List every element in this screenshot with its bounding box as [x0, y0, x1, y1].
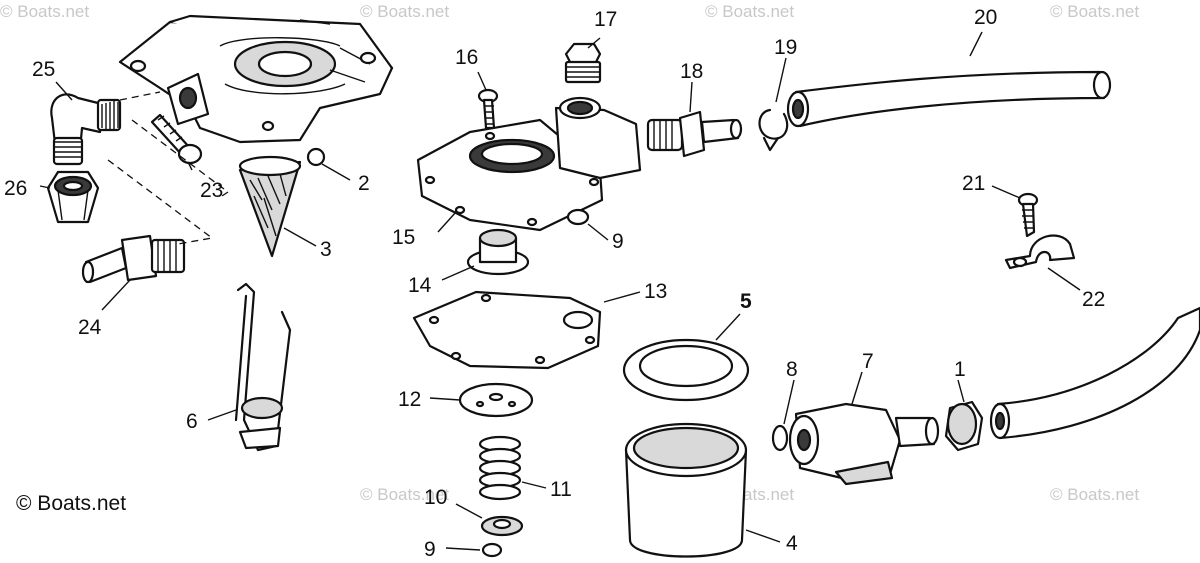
part-18-hose-barb-fitting	[646, 110, 743, 158]
callout-10: 10	[424, 486, 447, 509]
part-9-valve-disk-upper	[566, 208, 590, 226]
part-12-diaphragm-plate	[458, 382, 534, 418]
part-20-fuel-hose-upper	[786, 70, 1112, 128]
callout-22: 22	[1082, 288, 1105, 311]
callout-5: 5	[740, 290, 752, 313]
part-8-o-ring	[771, 424, 789, 452]
watermark-bottom-right: © Boats.net	[1050, 485, 1139, 504]
pump-cover-body	[118, 14, 394, 144]
callout-11: 11	[550, 478, 572, 501]
part-9-valve-disk-lower	[481, 542, 503, 558]
callout-13: 13	[644, 280, 667, 303]
callout-15: 15	[392, 226, 415, 249]
part-19-hose-clamp	[758, 108, 789, 152]
callout-1: 1	[954, 358, 966, 381]
callout-21: 21	[962, 172, 985, 195]
callout-14: 14	[408, 274, 432, 297]
fuel-hose-lower	[989, 306, 1200, 440]
callout-16: 16	[455, 46, 478, 69]
callout-17: 17	[594, 8, 617, 31]
part-13-gasket	[412, 290, 602, 370]
callout-23: 23	[200, 179, 223, 202]
callout-7: 7	[862, 350, 874, 373]
part-25-elbow-fitting	[50, 93, 122, 166]
part-15-pump-body	[416, 96, 642, 232]
callout-9-lower: 9	[424, 538, 436, 561]
watermark-top-center-left: © Boats.net	[360, 2, 449, 21]
part-5-sealing-ring	[622, 338, 750, 402]
part-24-hose-barb-fitting	[81, 234, 186, 284]
callout-20: 20	[974, 6, 997, 29]
part-10-check-valve	[480, 515, 524, 537]
callout-labels: 25 26 23 24 2 3 6 16 17 18 19 20 21 22 9…	[4, 6, 1105, 561]
part-11-spring	[478, 435, 522, 501]
callout-24: 24	[78, 316, 102, 339]
watermark-top-right: © Boats.net	[1050, 2, 1139, 21]
callout-8: 8	[786, 358, 798, 381]
part-1-hose-fitting	[944, 400, 984, 452]
callout-6: 6	[186, 410, 198, 433]
part-7-valve-body	[788, 402, 940, 486]
watermarks: © Boats.net © Boats.net © Boats.net © Bo…	[0, 2, 1139, 504]
copyright-label: © Boats.net	[16, 492, 126, 515]
callout-3: 3	[320, 238, 332, 261]
callout-26: 26	[4, 177, 27, 200]
part-4-filter-bowl	[624, 422, 748, 558]
part-6-bail-wire-clip	[234, 282, 292, 452]
watermark-top-left: © Boats.net	[0, 2, 89, 21]
callout-12: 12	[398, 388, 421, 411]
callout-2: 2	[358, 172, 370, 195]
assembly-dashed-line	[107, 91, 230, 245]
leader-lines	[39, 31, 1081, 551]
callout-18: 18	[680, 60, 703, 83]
watermark-top-center-right: © Boats.net	[705, 2, 794, 21]
part-21-screw	[1017, 192, 1039, 238]
part-14-bushing	[466, 228, 530, 276]
callout-9-upper: 9	[612, 230, 624, 253]
callout-4: 4	[786, 532, 798, 555]
part-26-fitting-nut	[46, 170, 100, 224]
watermark-bottom-center-left: © Boats.net	[360, 485, 449, 504]
part-23-screw	[150, 113, 203, 165]
part-2-check-ball	[306, 147, 326, 167]
callout-19: 19	[774, 36, 797, 59]
callout-25: 25	[32, 58, 55, 81]
part-3-filter-cone	[238, 155, 302, 258]
part-16-screw	[477, 88, 499, 130]
part-22-hose-clamp	[1004, 234, 1076, 270]
part-17-plug	[564, 42, 602, 84]
